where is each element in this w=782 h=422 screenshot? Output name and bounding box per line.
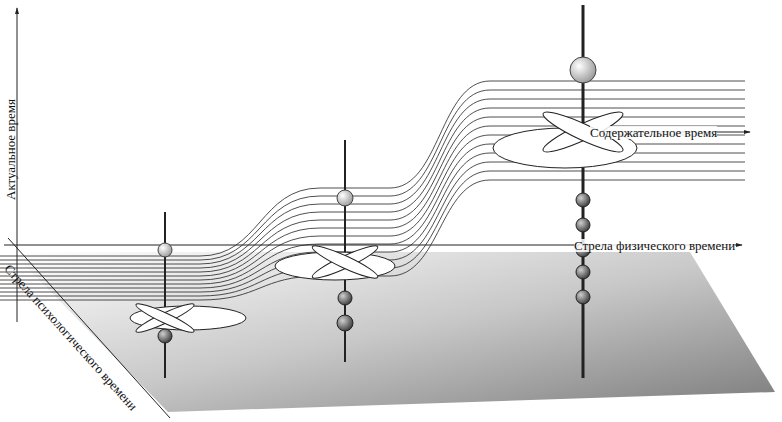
spindle-2 (275, 140, 395, 362)
axis-label: Стрела физического времени (574, 239, 735, 252)
spindle-3 (493, 5, 637, 378)
time-flow-lines (0, 81, 745, 300)
spindle-1 (130, 212, 246, 378)
axis-label: Содержательное время (590, 126, 717, 139)
axis-label: Актуальное время (4, 99, 17, 200)
